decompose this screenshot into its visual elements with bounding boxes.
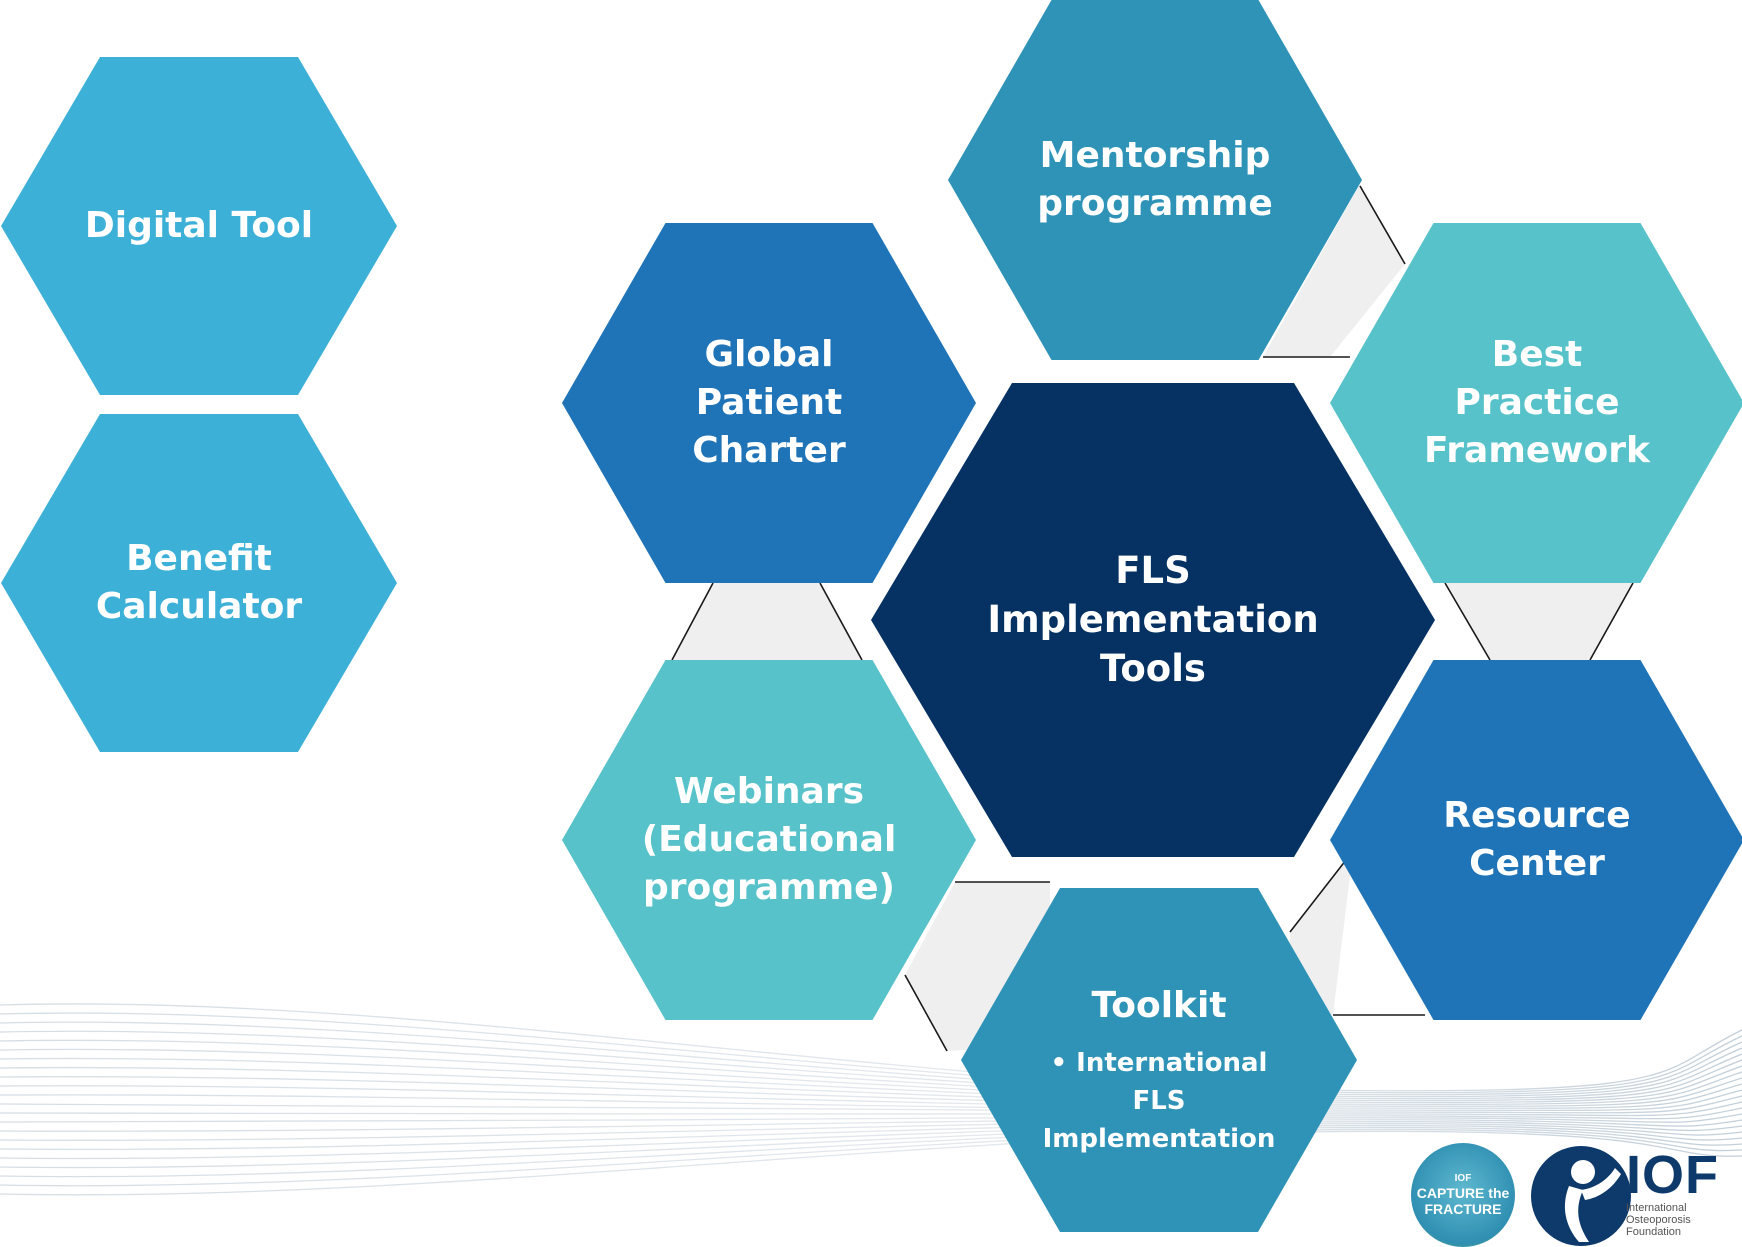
connector-line [1359, 185, 1406, 265]
connector-line [904, 974, 948, 1052]
hexagon-toolkit [961, 888, 1357, 1232]
hexagon-benefit-calculator [1, 414, 397, 752]
wave-line [0, 1066, 1742, 1105]
hexagon-global-patient-charter [562, 223, 976, 583]
iof-logo-name: IOF [1626, 1145, 1719, 1205]
hexagon-webinars [562, 660, 976, 1020]
ctf-logo-line3: FRACTURE [1424, 1201, 1502, 1217]
connector-ribbon [1445, 583, 1633, 660]
connector-line [819, 582, 863, 661]
connector-line [1289, 850, 1354, 933]
iof-logo-line3: Foundation [1626, 1226, 1682, 1238]
iof-logo-line2: Osteoporosis [1626, 1214, 1691, 1226]
hexagon-mentorship [948, 0, 1362, 360]
hexagon-fls-tools [871, 383, 1435, 857]
connector-ribbon [672, 583, 862, 660]
connector-line [1589, 582, 1634, 661]
connector-line [1444, 582, 1491, 661]
hexagon-resource-center [1330, 660, 1742, 1020]
capture-the-fracture-logo: IOF CAPTURE the FRACTURE [1411, 1143, 1515, 1247]
hexagon-best-practice [1330, 223, 1742, 583]
hexagon-digital-tool [1, 57, 397, 395]
iof-figure-icon [1531, 1146, 1631, 1246]
iof-logo-text: IOF International Osteoporosis Foundatio… [1626, 1148, 1719, 1238]
connector-ribbon [1263, 184, 1405, 357]
ctf-logo-line2: CAPTURE the [1416, 1185, 1510, 1201]
iof-logo-line1: International [1626, 1202, 1687, 1214]
ctf-logo-line1: IOF [1454, 1173, 1472, 1184]
connector-line [671, 582, 714, 661]
